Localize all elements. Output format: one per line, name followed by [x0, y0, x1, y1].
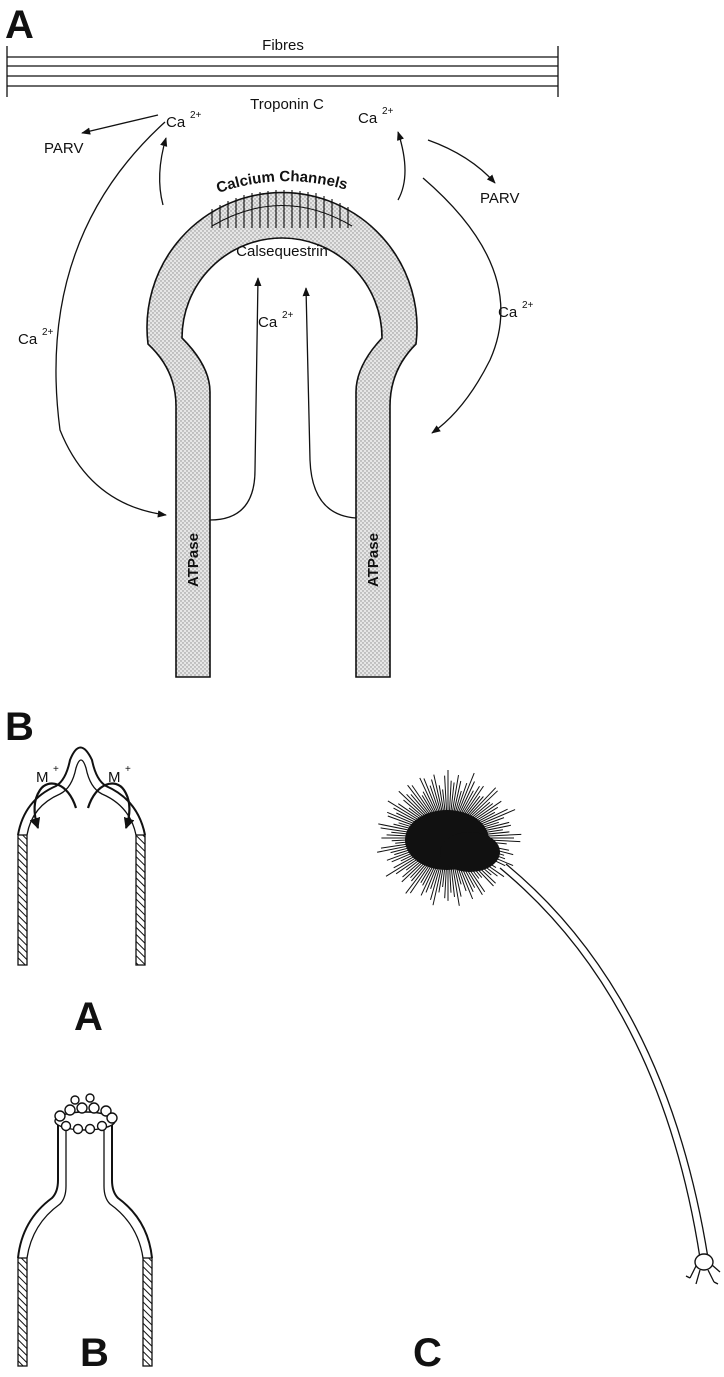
ca-label-top-right: Ca 2+	[358, 106, 394, 127]
svg-text:2+: 2+	[282, 310, 294, 321]
sub-label-c: C	[413, 1331, 442, 1375]
svg-text:M: M	[108, 769, 121, 786]
svg-text:Ca: Ca	[258, 314, 278, 331]
sub-label-b: B	[80, 1331, 109, 1375]
svg-text:Ca: Ca	[18, 331, 38, 348]
ca-label-left: Ca 2+	[18, 327, 54, 348]
parv-left-label: PARV	[44, 140, 83, 157]
svg-text:Ca: Ca	[358, 110, 378, 127]
radiating-cell	[377, 770, 720, 1284]
svg-text:2+: 2+	[42, 327, 54, 338]
svg-text:Ca: Ca	[166, 114, 186, 131]
fibres-label: Fibres	[262, 37, 304, 54]
cation-label-left: M +	[36, 764, 59, 786]
svg-text:2+: 2+	[522, 300, 534, 311]
ca-label-right: Ca 2+	[498, 300, 534, 321]
troponin-c-label: Troponin C	[250, 96, 324, 113]
svg-text:2+: 2+	[382, 106, 394, 117]
svg-text:+: +	[53, 764, 59, 775]
ca-label-top-left: Ca 2+	[166, 110, 202, 131]
atpase-left-label: ATPase	[185, 533, 202, 587]
svg-text:M: M	[36, 769, 49, 786]
svg-text:2+: 2+	[190, 110, 202, 121]
sub-label-a: A	[74, 995, 103, 1039]
vesicle-cluster	[55, 1094, 117, 1134]
panel-b-letter: B	[5, 705, 34, 749]
cation-label-right: M +	[108, 764, 131, 786]
atpase-right-label: ATPase	[365, 533, 382, 587]
pipette-b	[18, 1120, 152, 1366]
panel-a-letter: A	[5, 3, 34, 47]
sr-membrane	[147, 193, 417, 677]
ca-label-center: Ca 2+	[258, 310, 294, 331]
svg-text:+: +	[125, 764, 131, 775]
parv-right-label: PARV	[480, 190, 519, 207]
calsequestrin-label: Calsequestrin	[236, 243, 328, 260]
